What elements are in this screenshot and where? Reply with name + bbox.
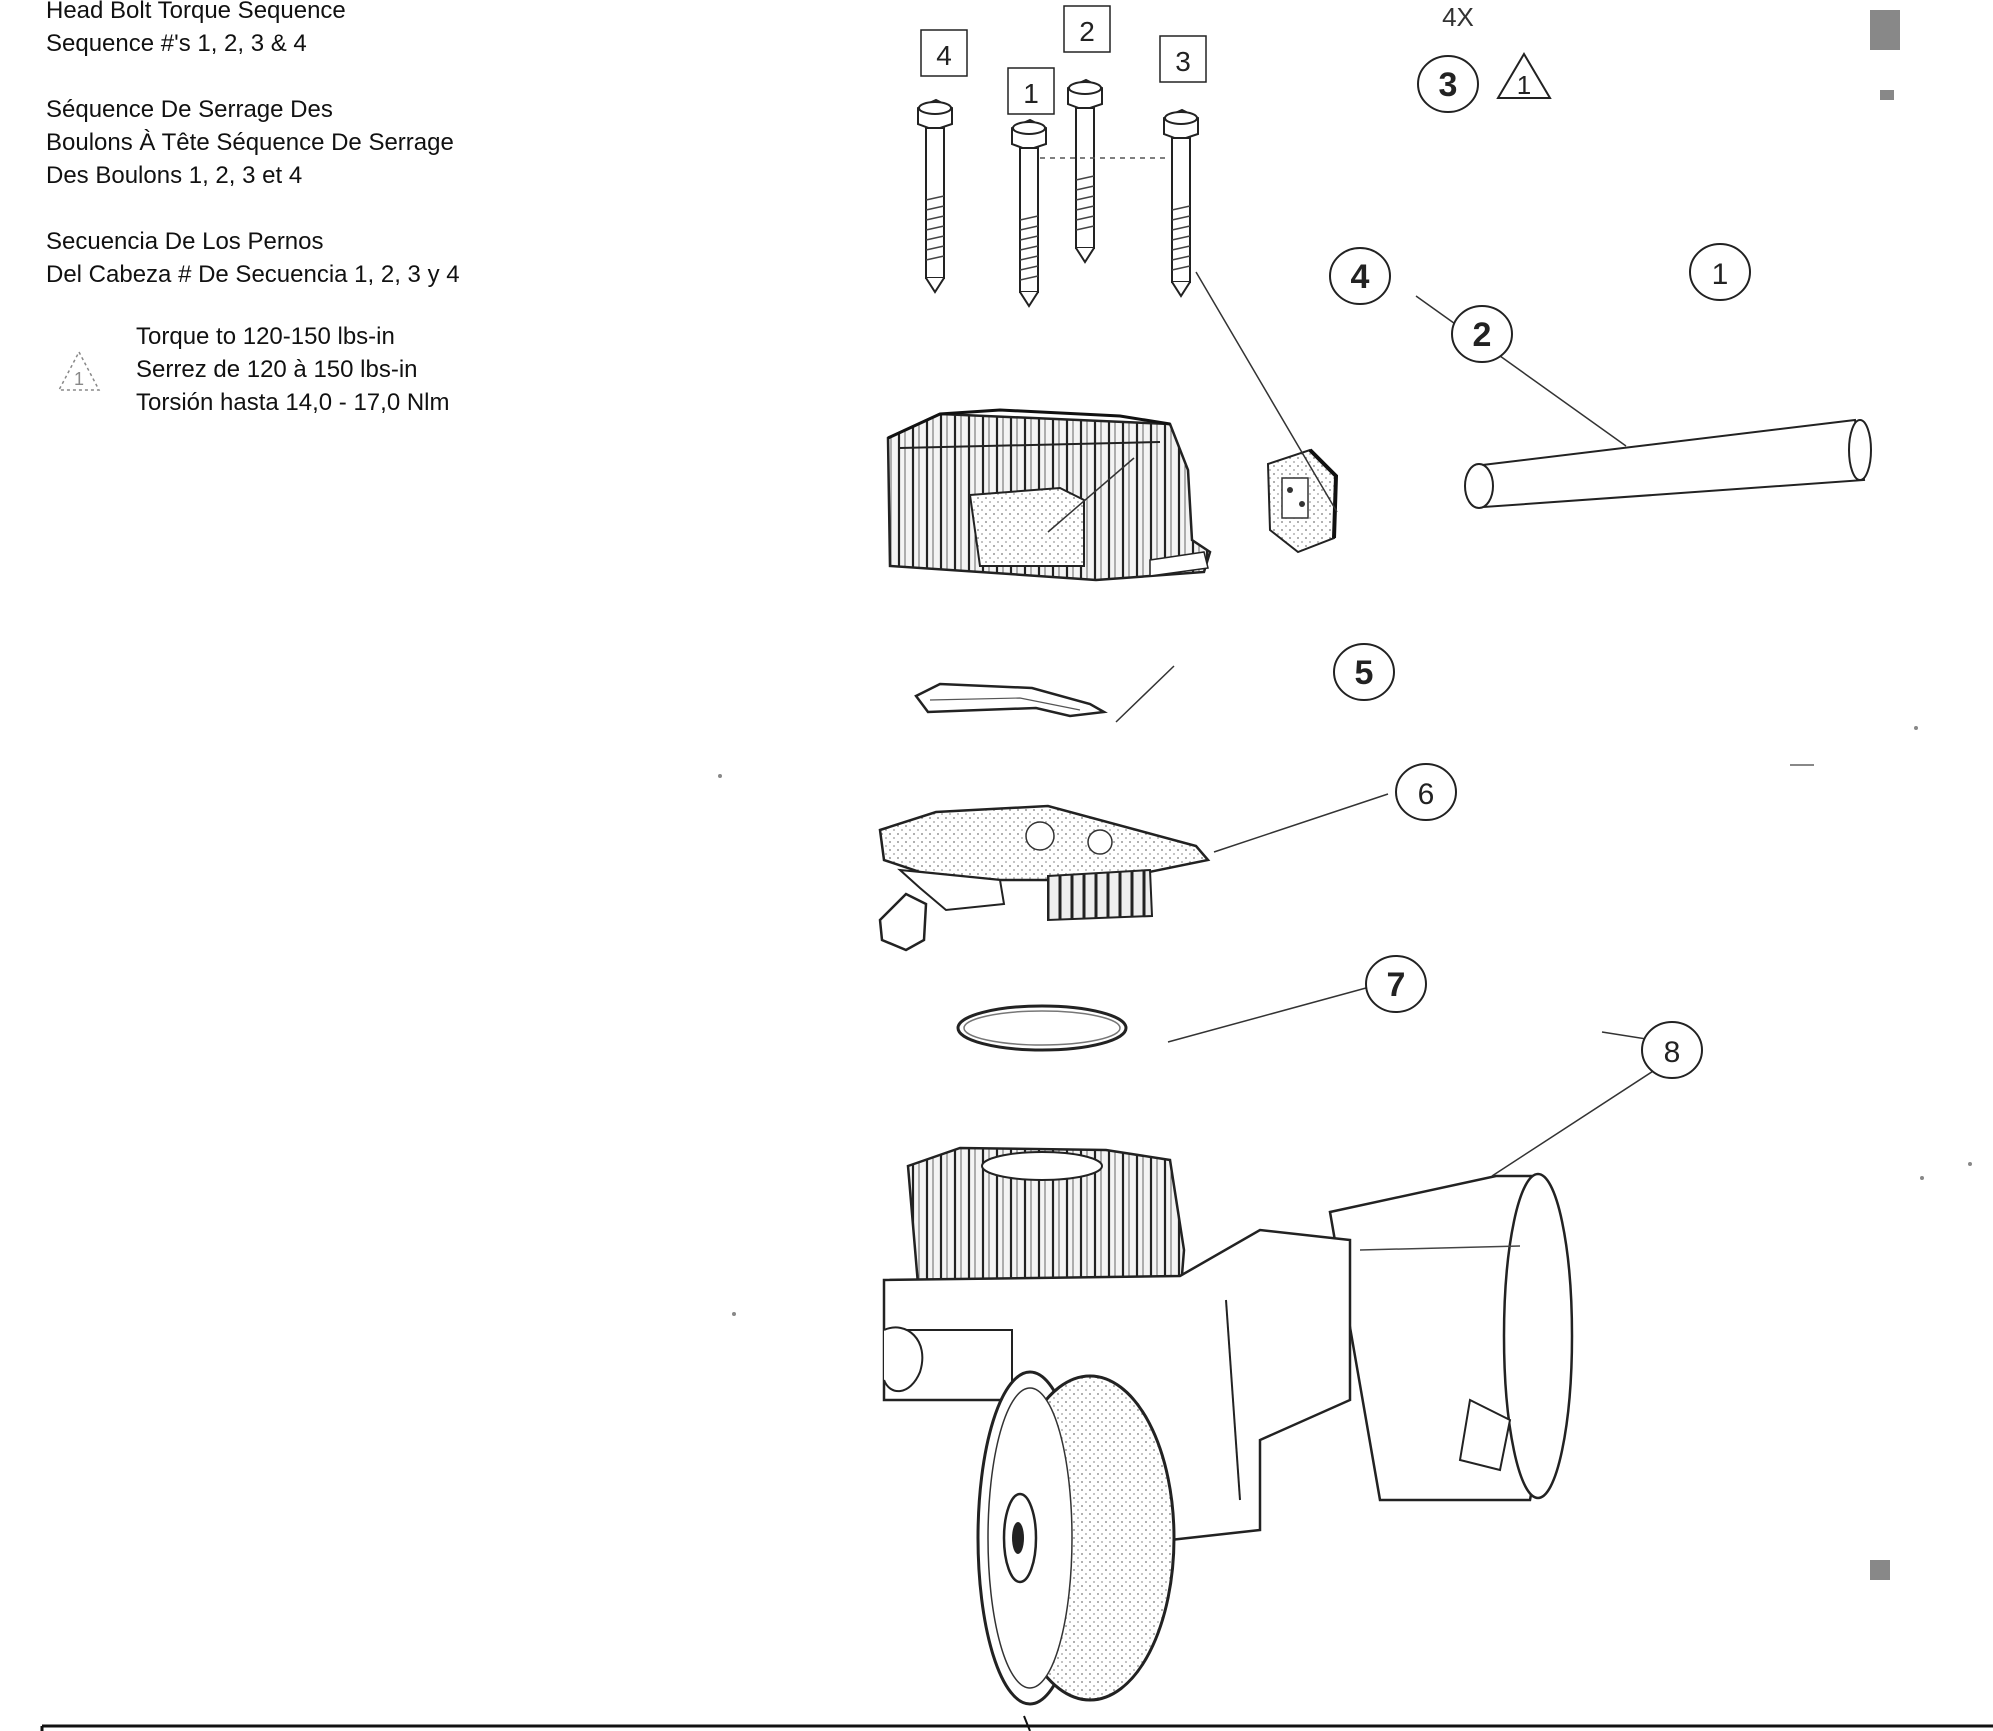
torque-line: Torque to 120-150 lbs-in: [136, 323, 395, 350]
svg-text:5: 5: [1355, 654, 1374, 692]
warning-triangle-icon: 1: [57, 350, 101, 391]
callout-8: 8: [1641, 1021, 1703, 1079]
callout-3: 3: [1417, 55, 1479, 113]
head-bolt-2: [1067, 78, 1103, 264]
svg-text:6: 6: [1418, 778, 1435, 811]
bolt-sequence-box-3: 3: [1159, 35, 1207, 83]
svg-text:4: 4: [936, 40, 952, 71]
bottom-frame: [40, 1715, 1993, 1731]
bolt-sequence-box-2: 2: [1063, 5, 1111, 53]
svg-text:3: 3: [1439, 66, 1458, 104]
notes-french: Séquence De Serrage Des Boulons À Tête S…: [46, 93, 606, 192]
part-6-valve-plate: [878, 804, 1211, 952]
note-line: Secuencia De Los Pernos: [46, 228, 324, 255]
note-line: Del Cabeza # De Secuencia 1, 2, 3 y 4: [46, 261, 460, 288]
svg-text:2: 2: [1473, 316, 1492, 354]
svg-text:1: 1: [1517, 70, 1531, 100]
callout-4: 4: [1329, 247, 1391, 305]
bolt-sequence-box-1: 1: [1007, 67, 1055, 115]
part-7-o-ring: [956, 1004, 1128, 1052]
warning-number: 1: [74, 369, 84, 389]
leader-lines: [1047, 271, 1665, 1177]
callout-1: 1: [1689, 243, 1751, 301]
head-bolt-4: [917, 98, 953, 294]
scan-noise: [718, 10, 1972, 1580]
svg-text:8: 8: [1664, 1036, 1681, 1069]
note-line: Des Boulons 1, 2, 3 et 4: [46, 162, 303, 189]
torque-sequence-notes: Head Bolt Torque Sequence Sequence #'s 1…: [46, 0, 606, 324]
note-line: Boulons À Tête Séquence De Serrage: [46, 129, 454, 156]
svg-text:3: 3: [1175, 46, 1191, 77]
head-bolt-3: [1163, 108, 1199, 298]
bolt-sequence-box-4: 4: [920, 29, 968, 77]
svg-text:4: 4: [1351, 258, 1370, 296]
callout-2: 2: [1451, 305, 1513, 363]
note-line: Séquence De Serrage Des: [46, 96, 333, 123]
svg-text:7: 7: [1387, 966, 1406, 1004]
callout-6: 6: [1395, 763, 1457, 821]
torque-line: Torsión hasta 14,0 - 17,0 Nlm: [136, 389, 450, 416]
torque-line: Serrez de 120 à 150 lbs-in: [136, 356, 418, 383]
svg-text:2: 2: [1079, 16, 1095, 47]
head-bolt-1: [1011, 118, 1047, 308]
part-8-crankcase: [882, 1146, 1574, 1706]
note-line: Head Bolt Torque Sequence: [46, 0, 346, 24]
svg-text:1: 1: [1023, 78, 1039, 109]
part-5-gasket: [914, 682, 1108, 718]
notes-spanish: Secuencia De Los Pernos Del Cabeza # De …: [46, 225, 606, 291]
svg-text:1: 1: [1712, 258, 1729, 291]
callout-7: 7: [1365, 955, 1427, 1013]
note-line: Sequence #'s 1, 2, 3 & 4: [46, 30, 307, 57]
torque-spec-lines: Torque to 120-150 lbs-in Serrez de 120 à…: [136, 320, 450, 419]
callout-3-warning-icon: 1: [1496, 52, 1552, 100]
part-1-tube: [1464, 418, 1872, 509]
notes-english: Head Bolt Torque Sequence Sequence #'s 1…: [46, 0, 606, 60]
quantity-label: 4X: [1442, 2, 1474, 32]
part-2-valve-block: [1266, 448, 1339, 554]
part-4-cylinder-head: [886, 408, 1212, 582]
callout-5: 5: [1333, 643, 1395, 701]
